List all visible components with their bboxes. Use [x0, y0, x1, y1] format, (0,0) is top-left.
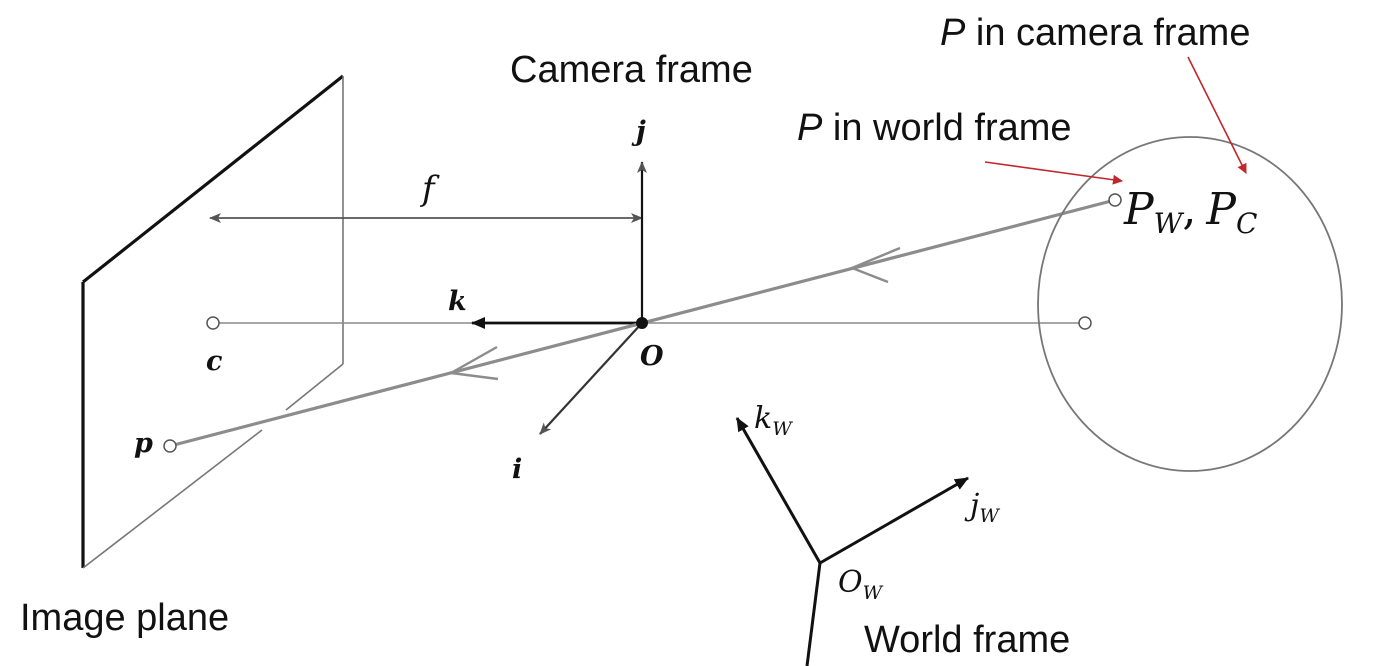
axis-end-point [1078, 316, 1092, 330]
axis-k-symbol: k [448, 286, 467, 317]
image-plane-shape [81, 74, 344, 569]
p-world-frame-label: P in world frame [797, 107, 1072, 149]
world-frame-annotation-arrow [984, 161, 1123, 185]
world-axis-k [735, 417, 822, 564]
p-camera-frame-label: P in camera frame [940, 12, 1250, 54]
ray-direction-chevron-upper [848, 246, 901, 284]
pw-pc-symbol: PW,PC [1123, 184, 1257, 240]
image-plane-label: Image plane [20, 597, 229, 639]
world-axis-k-symbol: kW [754, 401, 793, 440]
world-axis-j-symbol: jW [964, 488, 1000, 527]
image-point-p-symbol: p [134, 428, 153, 459]
ray-direction-chevron-lower [447, 345, 499, 381]
object-ellipse [1037, 136, 1343, 472]
image-point-p [163, 439, 177, 453]
focal-length-symbol: f [419, 169, 440, 209]
axis-j-symbol: j [631, 116, 646, 147]
principal-point-c [206, 316, 220, 330]
world-point-P [1108, 193, 1122, 207]
world-frame-label: World frame [864, 619, 1070, 661]
principal-point-c-symbol: c [206, 346, 222, 377]
world-origin-symbol: OW [838, 565, 884, 604]
origin-O-symbol: O [640, 341, 664, 372]
camera-frame-label: Camera frame [510, 49, 753, 91]
axis-i-symbol: i [512, 454, 522, 485]
world-axis-j [819, 476, 969, 565]
camera-axis-i [539, 322, 643, 435]
world-axis-i [805, 562, 822, 666]
center-point-O [636, 317, 648, 329]
camera-frame-annotation-arrow [1187, 56, 1247, 174]
